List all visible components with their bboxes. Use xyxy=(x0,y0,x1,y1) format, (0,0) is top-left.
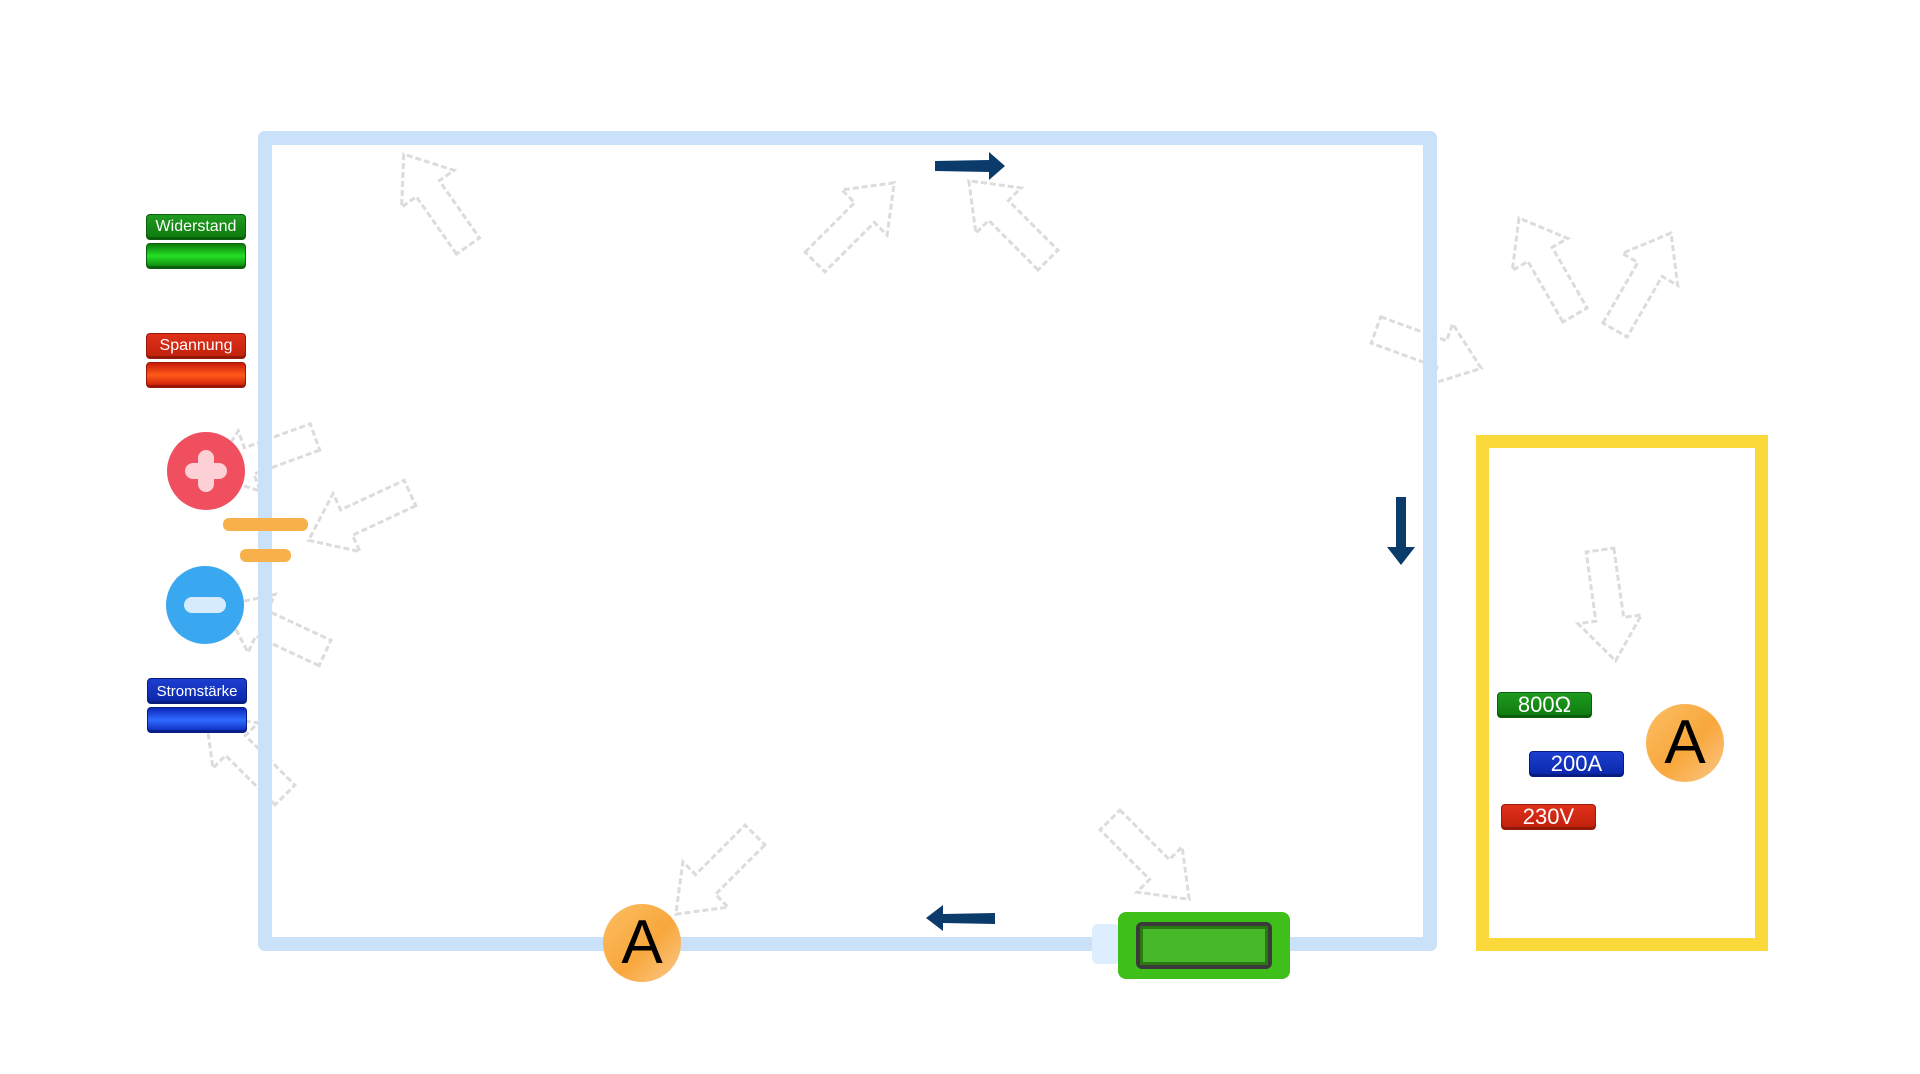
legend-current-bar[interactable] xyxy=(147,707,247,733)
ammeter[interactable]: A xyxy=(603,904,681,982)
current-value-badge: 200A xyxy=(1529,751,1624,777)
hint-arrow-icon xyxy=(376,134,496,266)
resistor-connector xyxy=(1092,924,1120,964)
hint-arrow-icon xyxy=(1585,215,1701,348)
circuit-wire-right xyxy=(1423,131,1437,951)
hint-arrow-icon xyxy=(1085,795,1214,924)
resistance-value-badge: 800Ω xyxy=(1497,692,1592,718)
voltage-value-badge: 230V xyxy=(1501,804,1596,830)
negative-terminal[interactable] xyxy=(166,566,244,644)
hint-arrow-icon xyxy=(790,158,919,287)
component-info-panel xyxy=(1476,435,1768,951)
legend-current-label[interactable]: Stromstärke xyxy=(147,678,247,704)
hint-arrow-icon xyxy=(1489,200,1605,333)
flow-arrow-right-icon xyxy=(935,152,1005,180)
legend-voltage-bar[interactable] xyxy=(146,362,246,388)
plus-icon xyxy=(185,450,227,492)
hint-arrow-icon xyxy=(293,462,426,571)
legend-resistance-label[interactable]: Widerstand xyxy=(146,214,246,240)
flow-arrow-left-icon xyxy=(926,905,995,931)
resistor[interactable] xyxy=(1118,912,1290,979)
battery-plate-short xyxy=(240,549,291,562)
minus-icon xyxy=(184,597,226,613)
flow-arrow-down-icon xyxy=(1387,497,1415,565)
panel-ammeter-icon: A xyxy=(1646,704,1724,782)
circuit-wire-left xyxy=(258,131,272,951)
resistor-body xyxy=(1136,922,1272,969)
legend-resistance-bar[interactable] xyxy=(146,243,246,269)
battery-plate-long xyxy=(223,518,308,531)
circuit-wire-top xyxy=(258,131,1437,145)
legend-voltage-label[interactable]: Spannung xyxy=(146,333,246,359)
positive-terminal[interactable] xyxy=(167,432,245,510)
